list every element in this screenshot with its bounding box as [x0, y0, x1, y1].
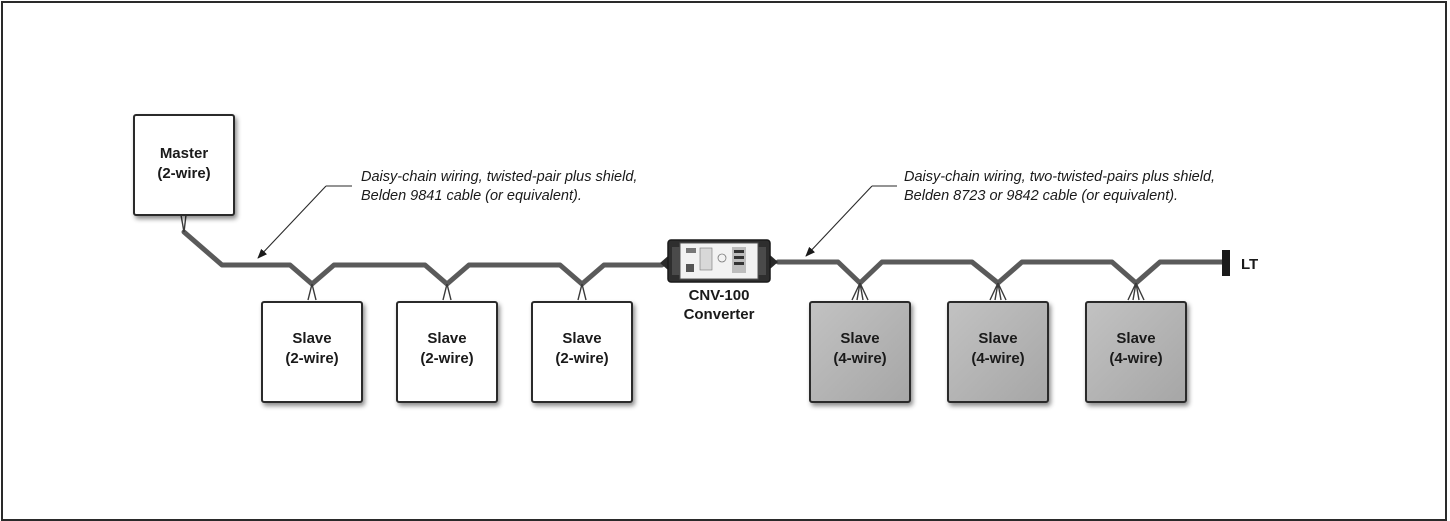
- cable-4wire: [775, 259, 1225, 286]
- slave-label: Slave: [292, 330, 331, 347]
- slave-2wire-fan-3: [577, 283, 587, 301]
- right-note-line1: Daisy-chain wiring, two-twisted-pairs pl…: [904, 169, 1215, 185]
- line-terminator: [1222, 250, 1230, 276]
- slave-2wire-node-3: Slave (2-wire): [531, 301, 633, 403]
- slave-4wire-fan-1: [851, 282, 869, 301]
- cable-2wire: [181, 229, 665, 287]
- slave-type-label: (4-wire): [833, 350, 886, 367]
- slave-label: Slave: [840, 330, 879, 347]
- slave-label: Slave: [1116, 330, 1155, 347]
- right-note-leader: [805, 185, 897, 257]
- converter-type-label: Converter: [684, 306, 755, 323]
- slave-4wire-node-2: Slave (4-wire): [947, 301, 1049, 403]
- slave-4wire-node-3: Slave (4-wire): [1085, 301, 1187, 403]
- left-note-line2: Belden 9841 cable (or equivalent).: [361, 188, 582, 204]
- converter-device: [660, 239, 778, 283]
- master-label: Master: [160, 145, 209, 162]
- slave-type-label: (2-wire): [420, 350, 473, 367]
- converter-model-label: CNV-100: [689, 287, 750, 304]
- left-note-line1: Daisy-chain wiring, twisted-pair plus sh…: [361, 169, 637, 185]
- slave-type-label: (2-wire): [555, 350, 608, 367]
- terminator-label: LT: [1241, 256, 1258, 273]
- slave-label: Slave: [427, 330, 466, 347]
- master-wire-fan: [180, 214, 187, 233]
- slave-label: Slave: [562, 330, 601, 347]
- slave-label: Slave: [978, 330, 1017, 347]
- slave-2wire-fan-1: [307, 283, 317, 301]
- slave-2wire-node-1: Slave (2-wire): [261, 301, 363, 403]
- left-note-leader: [257, 185, 352, 259]
- right-note-line2: Belden 8723 or 9842 cable (or equivalent…: [904, 188, 1178, 204]
- slave-2wire-node-2: Slave (2-wire): [396, 301, 498, 403]
- slave-4wire-fan-2: [989, 282, 1007, 301]
- slave-type-label: (4-wire): [971, 350, 1024, 367]
- slave-type-label: (4-wire): [1109, 350, 1162, 367]
- slave-2wire-fan-2: [442, 283, 452, 301]
- slave-4wire-fan-3: [1127, 282, 1145, 301]
- master-node: Master (2-wire): [133, 114, 235, 216]
- slave-4wire-node-1: Slave (4-wire): [809, 301, 911, 403]
- master-type-label: (2-wire): [157, 165, 210, 182]
- slave-type-label: (2-wire): [285, 350, 338, 367]
